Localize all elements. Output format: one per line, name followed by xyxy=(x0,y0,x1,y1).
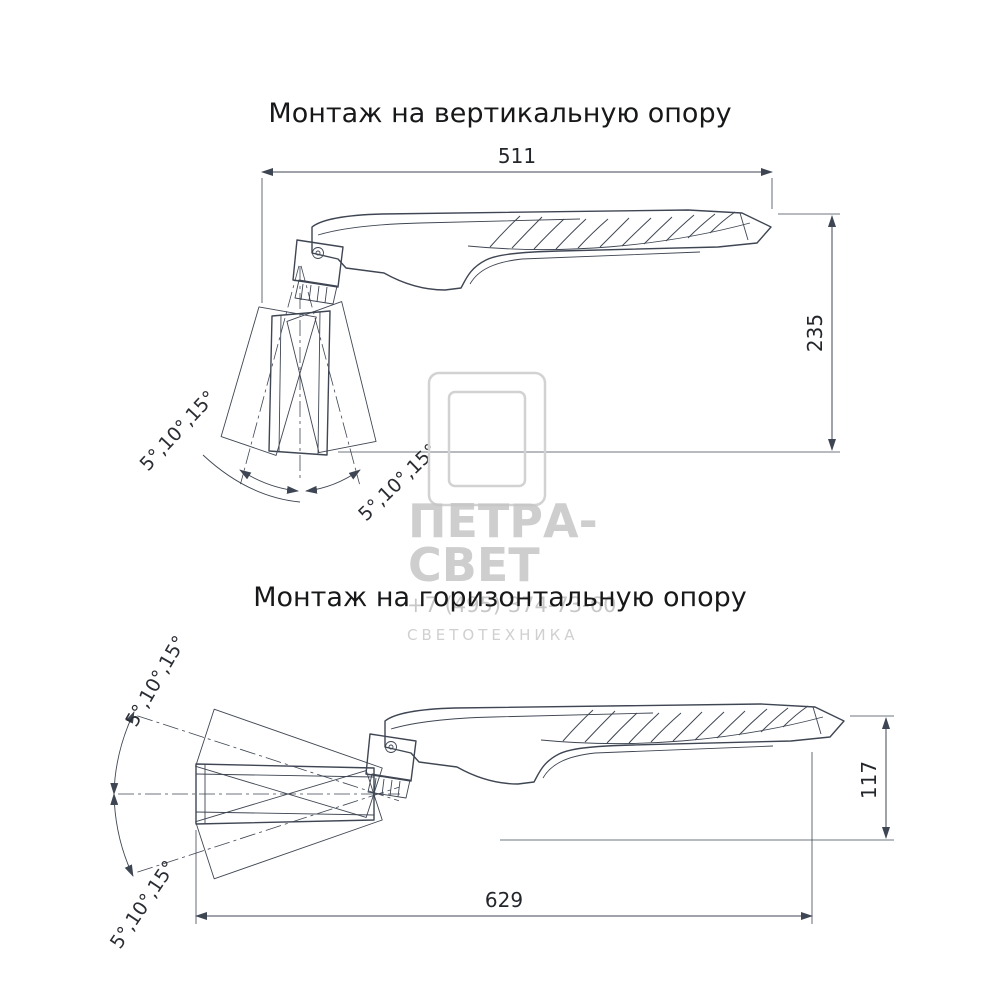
pole-vertical xyxy=(202,265,380,503)
title-horizontal-mount: Монтаж на горизонтальную опору xyxy=(253,582,747,613)
dim-label-height-vertical: 235 xyxy=(803,314,827,352)
fixture-vertical-mount xyxy=(292,209,772,305)
dim-label-width-vertical: 511 xyxy=(498,144,536,168)
angle-label-horizontal-bottom: 5°,10°,15° xyxy=(106,857,181,953)
watermark-brand-line2: СВЕТ xyxy=(408,538,540,592)
diagram-horizontal-mount: Монтаж на горизонтальную опору 117 xyxy=(106,582,894,953)
diagram-vertical-mount: Монтаж на вертикальную опору 511 235 xyxy=(136,98,840,526)
dimension-width-511: 511 xyxy=(261,144,773,303)
dim-label-height-horizontal: 117 xyxy=(857,761,881,799)
watermark-tagline: СВЕТОТЕХНИКА xyxy=(407,626,579,644)
watermark-phone: +7 (495) 374-73-60 xyxy=(407,593,616,617)
watermark-brand-line1: ПЕТРА- xyxy=(408,494,598,548)
dimension-height-235: 235 xyxy=(338,213,840,453)
dim-label-width-horizontal: 629 xyxy=(485,888,523,912)
watermark: ПЕТРА- СВЕТ +7 (495) 374-73-60 СВЕТОТЕХН… xyxy=(407,371,616,644)
dimension-height-117: 117 xyxy=(500,715,894,841)
fixture-horizontal-mount xyxy=(365,703,845,799)
pole-horizontal xyxy=(110,708,400,880)
dimension-width-629: 629 xyxy=(195,752,813,924)
angle-label-horizontal-top: 5°,10°,15° xyxy=(121,632,191,730)
title-vertical-mount: Монтаж на вертикальную опору xyxy=(268,98,731,129)
angle-label-vertical-left: 5°,10°,15° xyxy=(136,387,221,476)
